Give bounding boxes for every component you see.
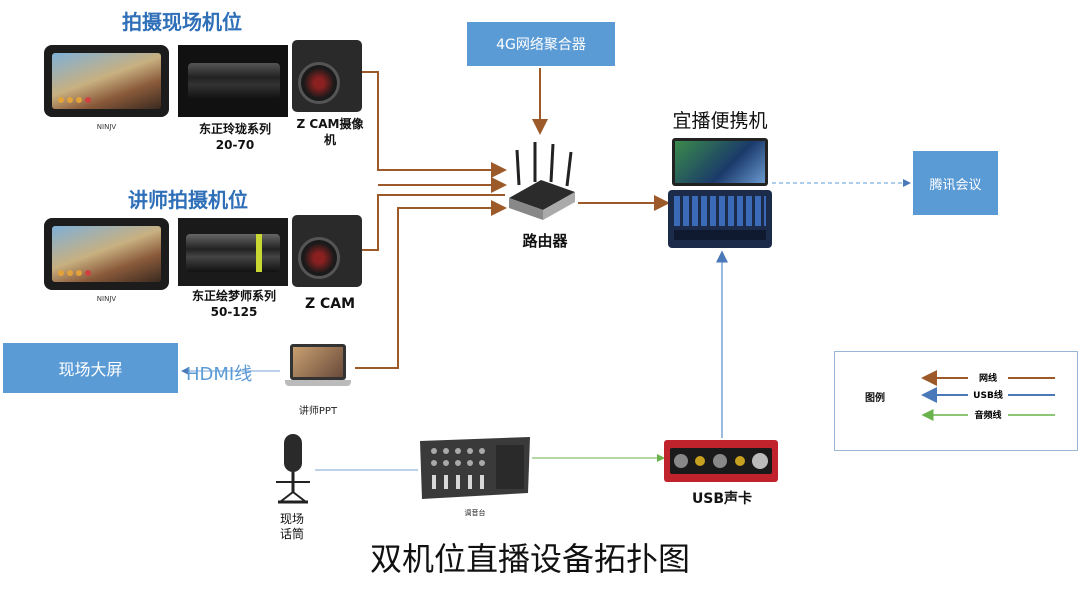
aggregator-box: 4G网络聚合器 xyxy=(467,22,615,66)
camera-1-label: Z CAM摄像 机 xyxy=(296,117,364,147)
usb-soundcard xyxy=(664,440,778,482)
lens-icon xyxy=(188,63,280,99)
monitor-1 xyxy=(44,45,169,117)
legend-item-audio: 音频线 xyxy=(968,408,1008,421)
soundcard-panel-icon xyxy=(670,448,772,474)
group-title-scene: 拍摄现场机位 xyxy=(122,10,242,34)
mixer xyxy=(418,433,532,503)
portable-keyboard-icon xyxy=(668,190,772,248)
network-line-laptop xyxy=(355,200,507,369)
portable-screen-icon xyxy=(672,138,768,186)
diagram-title: 双机位直播设备拓扑图 xyxy=(369,540,690,578)
onsite-screen-box: 现场大屏 xyxy=(3,343,178,393)
portable-device xyxy=(668,138,772,250)
laptop xyxy=(285,344,351,394)
router-label: 路由器 xyxy=(522,232,568,250)
monitor-1-caption: NINJV xyxy=(96,123,117,131)
camera-1 xyxy=(292,40,362,112)
lens-1-label: 东正玲珑系列 20-70 xyxy=(198,122,271,152)
legend-title: 图例 xyxy=(865,393,885,404)
monitor-screen-icon xyxy=(52,53,161,109)
legend-lines xyxy=(921,370,1055,421)
laptop-label: 讲师PPT xyxy=(298,406,338,417)
legend-item-usb: USB线 xyxy=(968,388,1008,401)
router xyxy=(505,140,577,222)
soundcard-label: USB声卡 xyxy=(691,491,753,507)
legend-item-network: 网线 xyxy=(968,371,1008,384)
microphone-label: 现场 话筒 xyxy=(279,512,304,541)
microphone xyxy=(270,432,314,506)
camera-lens-icon xyxy=(298,62,340,104)
lens-1-image xyxy=(178,45,288,117)
microphone-icon xyxy=(276,434,310,504)
portable-label: 宜播便携机 xyxy=(672,110,768,132)
router-icon xyxy=(509,142,575,220)
lens-icon xyxy=(186,234,280,272)
camera-2-label: Z CAM xyxy=(304,296,356,312)
camera-lens-icon xyxy=(298,237,340,279)
monitor-2-caption: NINJV xyxy=(96,295,117,303)
hdmi-label: HDMI线 xyxy=(186,364,253,385)
camera-2 xyxy=(292,215,362,287)
monitor-2 xyxy=(44,218,169,290)
network-line-camera1 xyxy=(362,71,507,178)
lens-2-image xyxy=(178,218,288,286)
group-title-lecturer: 讲师拍摄机位 xyxy=(128,188,248,212)
mixer-icon xyxy=(420,437,530,499)
mixer-label: 调音台 xyxy=(464,509,486,517)
legend: 图例 网线 USB线 音频线 xyxy=(834,351,1078,451)
network-line-camera2 xyxy=(362,194,505,251)
tencent-meeting-box: 腾讯会议 xyxy=(913,151,998,215)
lens-2-label: 东正绘梦师系列 50-125 xyxy=(191,289,276,319)
monitor-screen-icon xyxy=(52,226,161,282)
